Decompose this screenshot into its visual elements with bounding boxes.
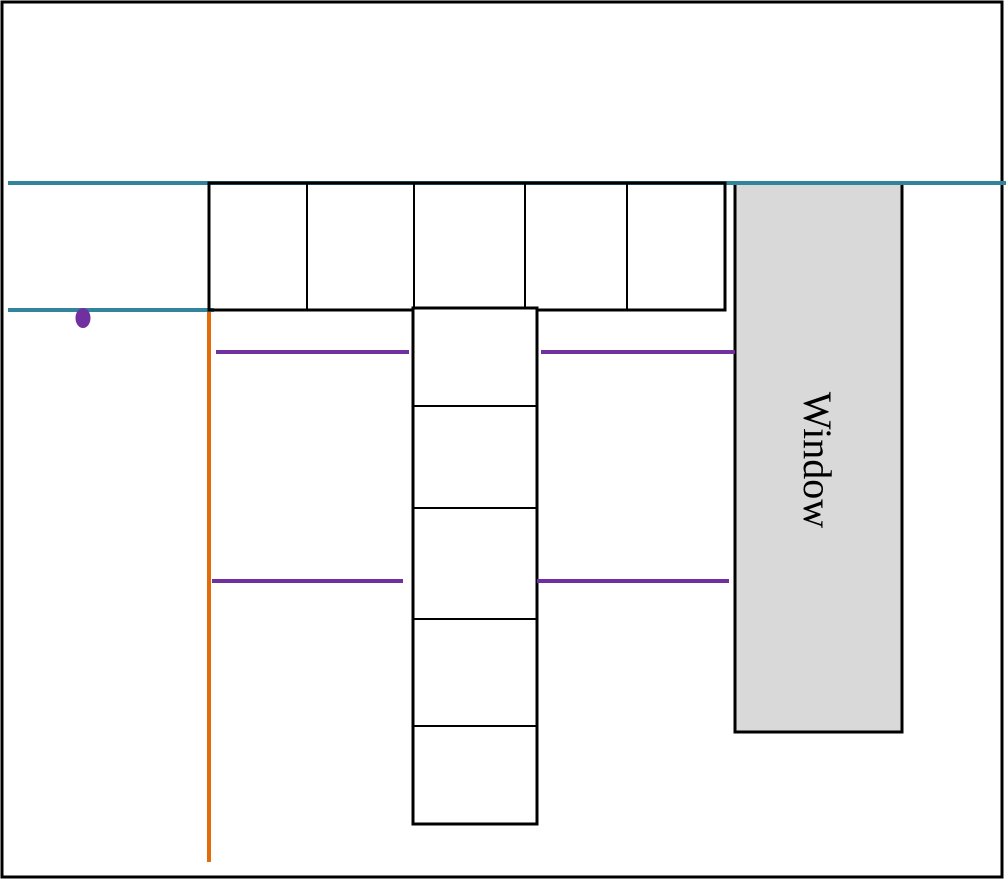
purple-dot (75, 308, 91, 328)
vertical-cabinet (411, 306, 539, 826)
window-block (733, 181, 904, 734)
vertical-cabinet-outline (411, 306, 539, 826)
window-label: Window (795, 392, 840, 528)
